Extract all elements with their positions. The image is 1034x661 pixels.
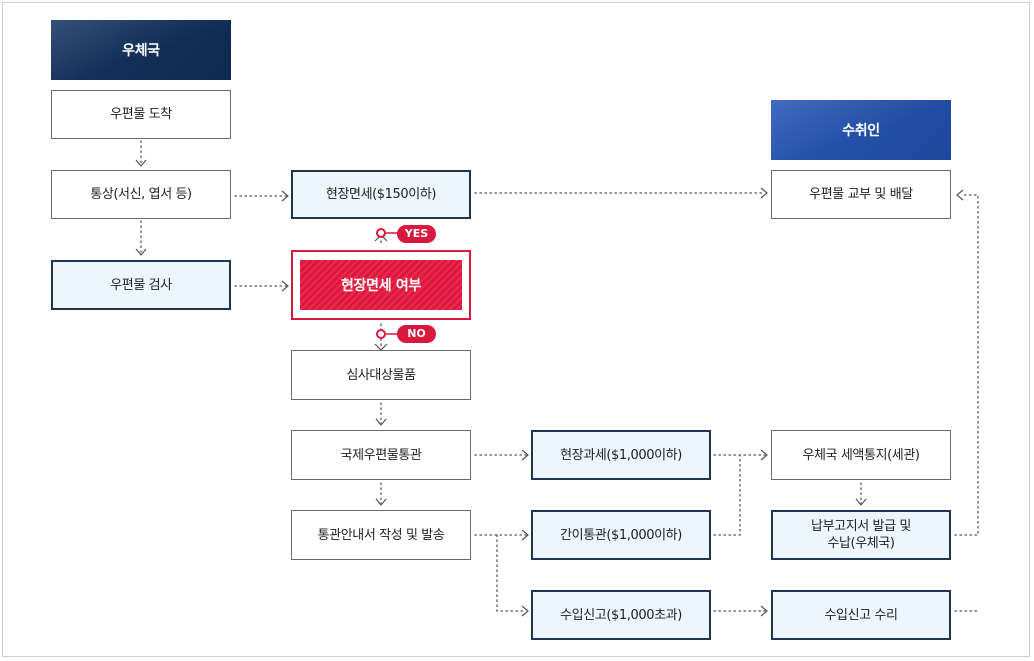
header-recipient-label: 수취인 bbox=[842, 123, 880, 139]
node-onsite-tax: 현장과세($1,000이하) bbox=[531, 430, 711, 480]
node-tax-notice: 우체국 세액통지(세관) bbox=[771, 430, 951, 480]
header-post-office: 우체국 bbox=[51, 20, 231, 80]
node-mail-inspection: 우편물 검사 bbox=[51, 260, 231, 310]
node-clearance-notice: 통관안내서 작성 및 발송 bbox=[291, 510, 471, 560]
node-simple-clearance: 간이통관($1,000이하) bbox=[531, 510, 711, 560]
header-recipient: 수취인 bbox=[771, 100, 951, 160]
node-review-items: 심사대상물품 bbox=[291, 350, 471, 400]
node-exempt-decision: 현장면세 여부 bbox=[300, 260, 462, 310]
node-ordinary: 통상(서신, 엽서 등) bbox=[51, 170, 231, 219]
yes-badge: YES bbox=[397, 225, 436, 243]
node-payment: 납부고지서 발급 및 수납(우체국) bbox=[771, 510, 951, 560]
node-declaration-accept: 수입신고 수리 bbox=[771, 590, 951, 640]
node-payment-line2: 수납(우체국) bbox=[827, 536, 895, 551]
node-import-declaration: 수입신고($1,000초과) bbox=[531, 590, 711, 640]
node-intl-mail-clearance: 국제우편물통관 bbox=[291, 430, 471, 480]
node-mail-arrival: 우편물 도착 bbox=[51, 90, 231, 139]
node-delivery: 우편물 교부 및 배달 bbox=[771, 170, 951, 219]
no-badge: NO bbox=[397, 325, 436, 343]
header-post-office-label: 우체국 bbox=[122, 43, 160, 59]
node-onsite-exempt: 현장면세($150이하) bbox=[291, 170, 471, 219]
node-payment-line1: 납부고지서 발급 및 bbox=[811, 519, 911, 534]
